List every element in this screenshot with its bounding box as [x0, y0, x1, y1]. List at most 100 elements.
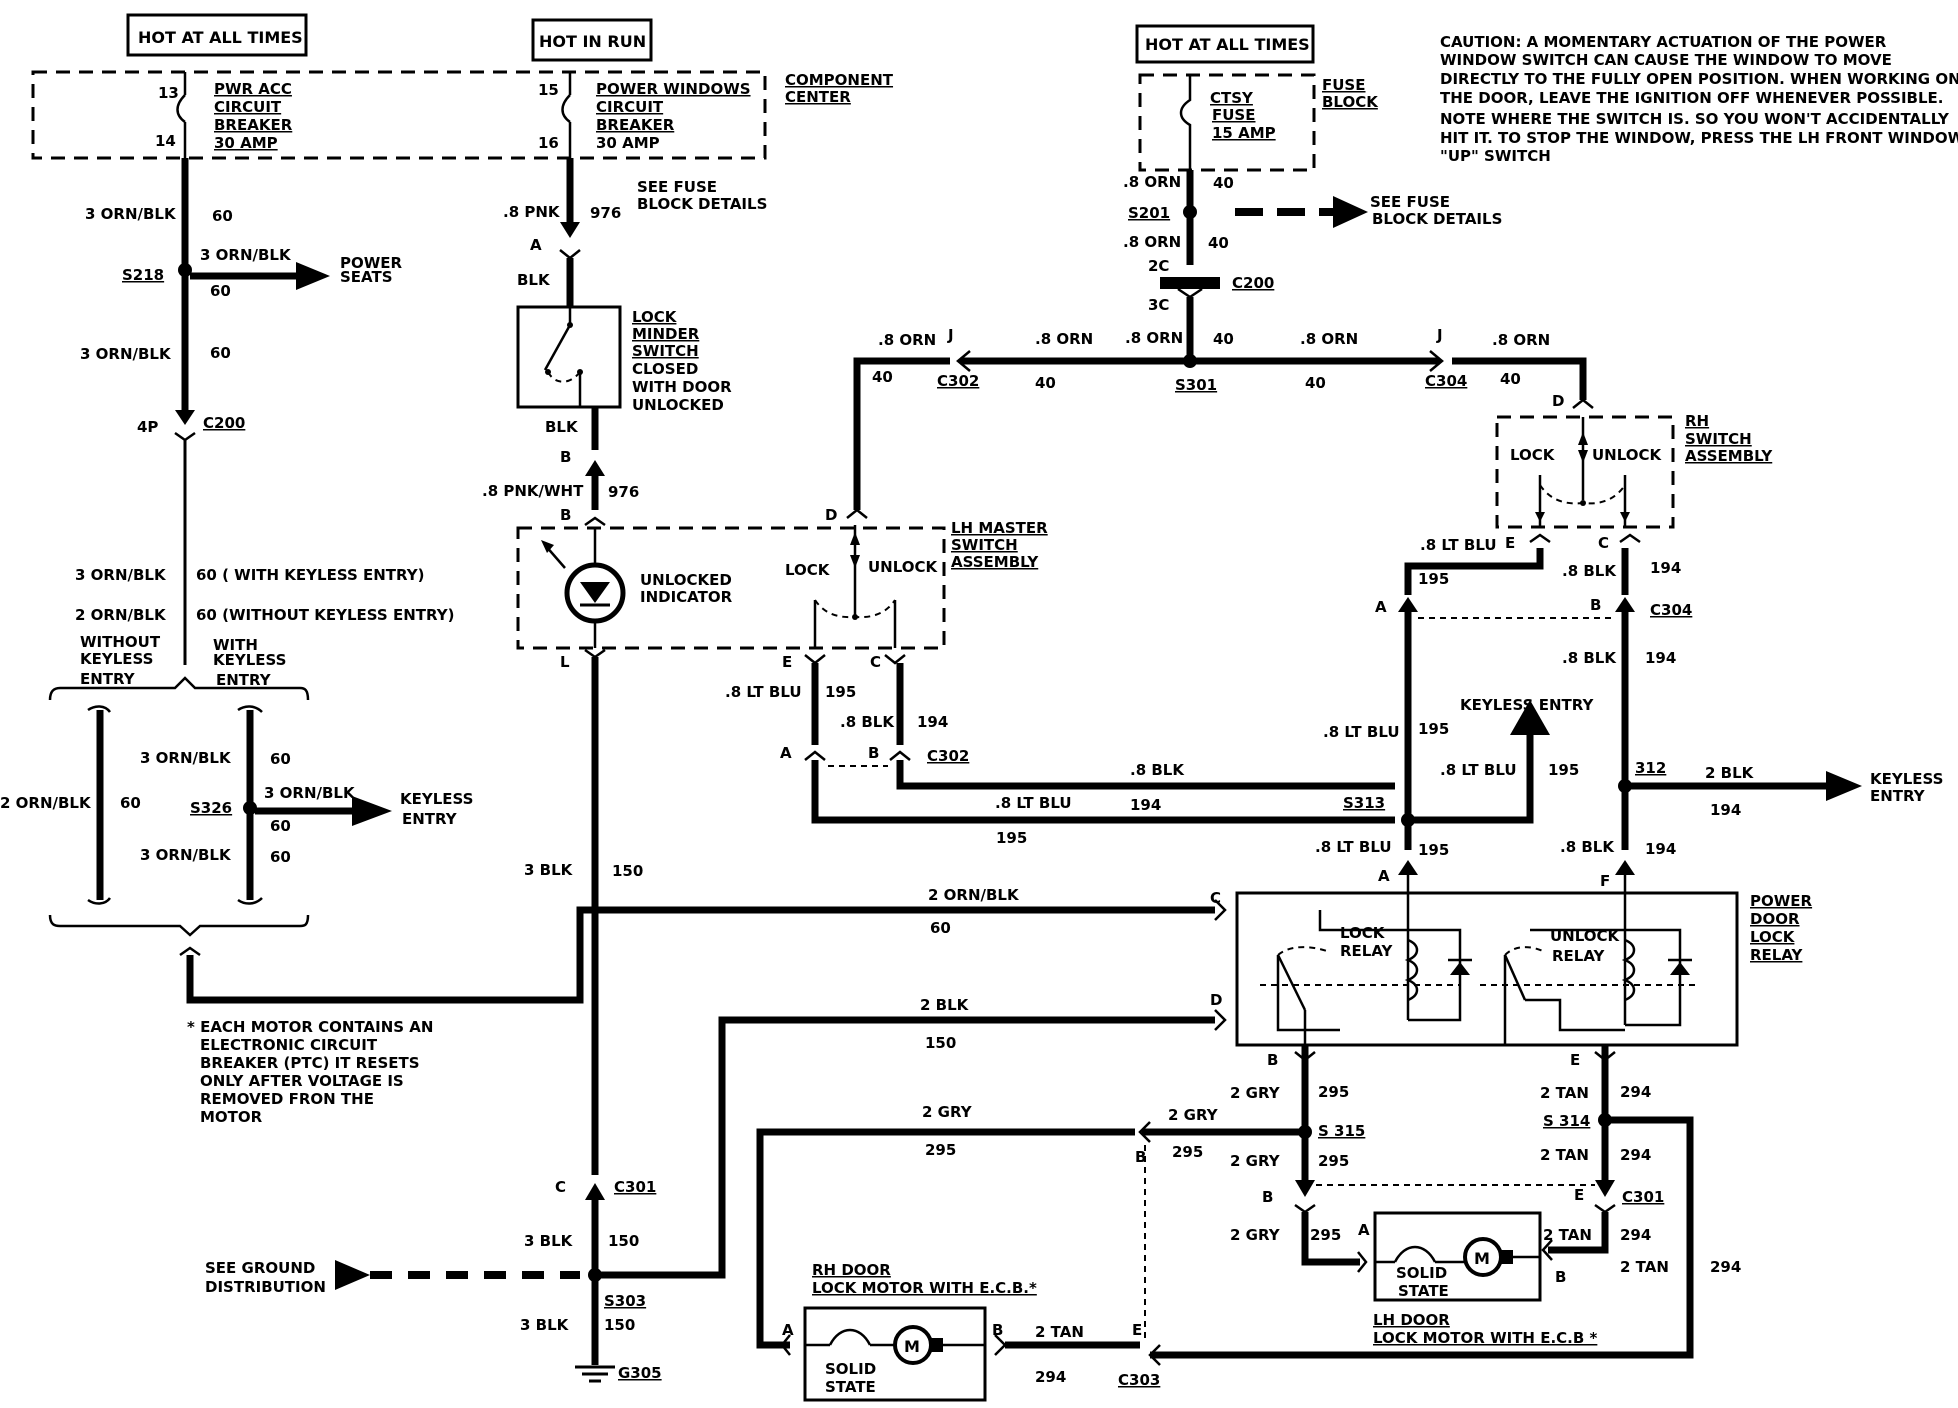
splice-s313: S313: [1343, 794, 1385, 812]
svg-text:CLOSED: CLOSED: [632, 360, 698, 378]
svg-text:SEE FUSE: SEE FUSE: [637, 178, 717, 196]
svg-text:MINDER: MINDER: [632, 325, 700, 343]
svg-text:3 ORN/BLK: 3 ORN/BLK: [264, 784, 356, 802]
svg-text:295: 295: [1318, 1152, 1349, 1170]
svg-text:ENTRY: ENTRY: [216, 671, 272, 689]
svg-text:3 ORN/BLK: 3 ORN/BLK: [200, 246, 292, 264]
connector-c302-top: C302: [937, 372, 979, 390]
svg-text:D: D: [1552, 392, 1564, 410]
svg-text:976: 976: [608, 483, 639, 501]
ground-g305: G305: [618, 1364, 662, 1382]
svg-text:J: J: [1436, 326, 1443, 344]
svg-text:UNLOCK: UNLOCK: [868, 558, 939, 576]
svg-text:POWER: POWER: [1750, 892, 1813, 910]
svg-text:THE DOOR, LEAVE THE IGNITION O: THE DOOR, LEAVE THE IGNITION OFF WHENEVE…: [1440, 89, 1944, 107]
circuit-195-194: .8 LT BLU 195 A .8 BLK 194 B C304 .8 BLK…: [1315, 536, 1943, 890]
svg-text:2 TAN: 2 TAN: [1540, 1146, 1589, 1164]
lh-master-switch-box: [516, 526, 946, 650]
svg-text:.8 ORN: .8 ORN: [1035, 330, 1093, 348]
svg-text:30 AMP: 30 AMP: [214, 134, 278, 152]
svg-text:3 BLK: 3 BLK: [520, 1316, 570, 1334]
svg-text:30 AMP: 30 AMP: [596, 134, 660, 152]
svg-text:KEYLESS: KEYLESS: [80, 650, 153, 668]
svg-text:295: 295: [925, 1141, 956, 1159]
svg-text:2 BLK: 2 BLK: [1705, 764, 1755, 782]
svg-text:B: B: [1555, 1268, 1566, 1286]
svg-text:2 ORN/BLK: 2 ORN/BLK: [928, 886, 1020, 904]
svg-text:CIRCUIT: CIRCUIT: [214, 98, 282, 116]
lh-master-switch: LH MASTER SWITCH ASSEMBLY LOCK UNLOCK: [785, 519, 1048, 648]
svg-text:A: A: [530, 236, 542, 254]
svg-text:2 TAN: 2 TAN: [1543, 1226, 1592, 1244]
svg-text:INDICATOR: INDICATOR: [640, 588, 733, 606]
svg-text:4P: 4P: [137, 418, 158, 436]
svg-text:60: 60: [120, 794, 141, 812]
svg-text:60: 60: [210, 344, 231, 362]
component-center-box: [31, 70, 767, 160]
svg-text:.8 LT BLU: .8 LT BLU: [1440, 761, 1517, 779]
hot-at-all-times-box-left: [126, 13, 308, 57]
svg-text:2 BLK: 2 BLK: [920, 996, 970, 1014]
caution-note: CAUTION: A MOMENTARY ACTUATION OF THE PO…: [1440, 33, 1958, 165]
hot-at-all-times-box-right: [1135, 24, 1315, 64]
svg-text:WITHOUT: WITHOUT: [80, 633, 161, 651]
svg-text:194: 194: [1130, 796, 1161, 814]
svg-text:B: B: [1262, 1188, 1273, 1206]
svg-text:.8 ORN: .8 ORN: [1123, 173, 1181, 191]
svg-text:.8 BLK: .8 BLK: [1562, 649, 1617, 667]
svg-text:A: A: [1378, 867, 1390, 885]
circuit-60: 3 ORN/BLK 60 3 ORN/BLK S218 60 POWER SEA…: [0, 158, 1227, 1004]
svg-text:.8 ORN: .8 ORN: [1492, 331, 1550, 349]
connector-c200-left: C200: [203, 414, 245, 432]
svg-text:SWITCH: SWITCH: [951, 536, 1018, 554]
svg-text:40: 40: [872, 368, 893, 386]
component-center-label: COMPONENT: [785, 71, 894, 89]
svg-text:C: C: [555, 1178, 566, 1196]
svg-text:DISTRIBUTION: DISTRIBUTION: [205, 1278, 326, 1296]
splice-s303: S303: [604, 1292, 646, 1310]
svg-text:BREAKER: BREAKER: [596, 116, 675, 134]
svg-text:E: E: [782, 653, 792, 671]
svg-text:194: 194: [1645, 649, 1676, 667]
svg-text:194: 194: [1710, 801, 1741, 819]
svg-text:LOCK: LOCK: [1750, 928, 1796, 946]
svg-text:195: 195: [996, 829, 1027, 847]
svg-text:2 TAN: 2 TAN: [1620, 1258, 1669, 1276]
svg-text:2 GRY: 2 GRY: [1230, 1152, 1281, 1170]
svg-text:CENTER: CENTER: [785, 88, 851, 106]
svg-text:3 ORN/BLK: 3 ORN/BLK: [75, 566, 167, 584]
svg-text:ENTRY: ENTRY: [402, 810, 458, 828]
splice-s314: S 314: [1543, 1112, 1590, 1130]
svg-text:13: 13: [158, 84, 179, 102]
svg-text:UNLOCK: UNLOCK: [1550, 927, 1621, 945]
svg-text:195: 195: [1418, 841, 1449, 859]
svg-text:294: 294: [1035, 1368, 1066, 1386]
circuit-295-294: B 2 GRY 295 S 315 2 GRY 295 2 GRY 295 B …: [756, 1045, 1741, 1389]
svg-text:15: 15: [538, 81, 559, 99]
svg-text:REMOVED FRON THE: REMOVED FRON THE: [200, 1090, 374, 1108]
svg-text:195: 195: [1418, 570, 1449, 588]
svg-text:E: E: [1505, 534, 1515, 552]
splice-s326: S326: [190, 799, 232, 817]
svg-text:.8 BLK: .8 BLK: [840, 713, 895, 731]
svg-text:.8 BLK: .8 BLK: [1560, 838, 1615, 856]
connector-c304-top: C304: [1425, 372, 1467, 390]
svg-text:60: 60: [270, 817, 291, 835]
svg-text:3 ORN/BLK: 3 ORN/BLK: [80, 345, 172, 363]
svg-text:RH DOOR: RH DOOR: [812, 1261, 891, 1279]
pwr-acc-circuit-breaker: 13 14 PWR ACC CIRCUIT BREAKER 30 AMP: [155, 72, 293, 158]
svg-text:.8 LT BLU: .8 LT BLU: [725, 683, 802, 701]
svg-text:.8 LT BLU: .8 LT BLU: [1420, 536, 1497, 554]
svg-text:150: 150: [612, 862, 643, 880]
svg-text:LH MASTER: LH MASTER: [951, 519, 1048, 537]
svg-text:295: 295: [1310, 1226, 1341, 1244]
svg-text:CAUTION: A MOMENTARY ACTUATIO: CAUTION: A MOMENTARY ACTUATION OF THE PO…: [1440, 33, 1887, 51]
svg-text:.8 PNK/WHT: .8 PNK/WHT: [482, 482, 584, 500]
svg-text:FUSE: FUSE: [1212, 106, 1255, 124]
svg-text:B: B: [1590, 596, 1601, 614]
svg-text:15 AMP: 15 AMP: [1212, 124, 1276, 142]
svg-text:L: L: [560, 653, 570, 671]
ecb-footnote: * EACH MOTOR CONTAINS AN ELECTRONIC CIRC…: [187, 1018, 433, 1126]
svg-text:KEYLESS: KEYLESS: [213, 651, 286, 669]
svg-text:CIRCUIT: CIRCUIT: [596, 98, 664, 116]
